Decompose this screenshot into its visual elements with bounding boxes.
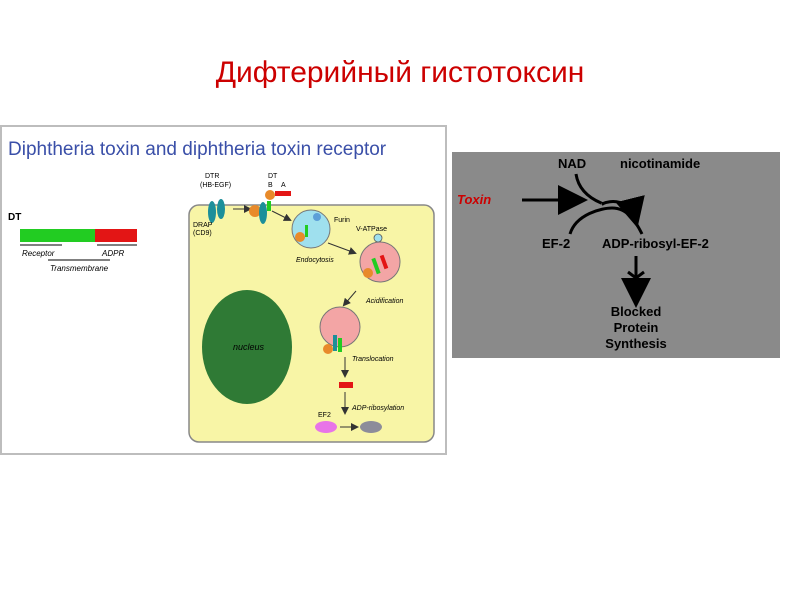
acidification-label: Acidification: [365, 298, 403, 305]
block-x-mark: [627, 270, 645, 286]
a-label: A: [281, 182, 286, 189]
adpr-label: ADPR: [101, 249, 124, 258]
free-toxin-a: [339, 382, 353, 388]
b-label: B: [268, 182, 273, 189]
slide-title: Дифтерийный гистотоксин: [215, 56, 585, 89]
adp-ribosylation-scheme: NAD nicotinamide Toxin EF-2 ADP-ribosyl-…: [452, 152, 780, 358]
nicotinamide-label: nicotinamide: [620, 156, 700, 171]
ef2-label: EF-2: [542, 236, 570, 251]
endosome-toxin-b: [295, 232, 305, 242]
adpr-domain-bar: [95, 229, 137, 242]
figure-title: Diphtheria toxin and diphtheria toxin re…: [8, 139, 387, 160]
trans-vesicle-toxin-t: [338, 338, 342, 352]
acidification-arrow-in: [327, 242, 357, 255]
transmembrane-label: Transmembrane: [50, 264, 109, 273]
acid-vesicle-toxin-a: [379, 254, 389, 270]
bound-receptor: [259, 202, 267, 224]
dt-top-label: DT: [268, 173, 278, 180]
dt-a-fragment: [275, 191, 291, 196]
trans-vesicle-toxin-b: [323, 344, 333, 354]
endosome-toxin-t: [305, 225, 308, 237]
ef2-modified-protein: [360, 421, 382, 433]
ef2-curve: [568, 206, 644, 235]
dt-label: DT: [8, 212, 21, 223]
synthesis-label: Synthesis: [605, 336, 666, 351]
cd9-label: (CD9): [193, 230, 212, 237]
bound-toxin-t: [267, 201, 271, 211]
acid-vesicle-toxin-b: [363, 268, 373, 278]
nicotinamide-curve: [601, 195, 645, 228]
protein-label: Protein: [614, 320, 659, 335]
drap-receptor: [208, 201, 216, 223]
furin-label: Furin: [334, 217, 350, 224]
furin-enzyme: [313, 213, 321, 221]
receptor-label: Receptor: [22, 249, 55, 258]
bound-toxin-b: [249, 205, 261, 217]
blocked-label: Blocked: [611, 304, 662, 319]
nad-label: NAD: [558, 156, 586, 171]
adp-ribosylation-label: ADP-ribosylation: [351, 405, 404, 412]
dtr-receptor: [217, 199, 225, 219]
nucleus: [202, 290, 292, 404]
endocytosis-arrow-in: [271, 210, 292, 221]
toxin-label: Toxin: [457, 192, 491, 207]
drap-label: DRAP: [193, 222, 213, 229]
endocytosis-label: Endocytosis: [296, 257, 334, 264]
nucleus-label: nucleus: [233, 342, 265, 352]
translocation-arrow-in: [342, 290, 357, 307]
vatpase-label: V-ATPase: [356, 226, 387, 233]
receptor-domain-bar: [20, 229, 95, 242]
translocation-label: Translocation: [352, 356, 394, 363]
trans-vesicle-channel: [333, 335, 337, 351]
hb-egf-label: (HB-EGF): [200, 182, 231, 189]
adp-ribosyl-ef2-label: ADP-ribosyl-EF-2: [602, 236, 709, 251]
acid-vesicle-toxin-t: [371, 257, 381, 275]
diphtheria-toxin-receptor-figure: Diphtheria toxin and diphtheria toxin re…: [0, 125, 447, 455]
dt-b-fragment: [265, 190, 275, 200]
ef2-protein: [315, 421, 337, 433]
scheme-background: [452, 152, 780, 358]
dtr-label: DTR: [205, 173, 219, 180]
early-endosome: [291, 209, 331, 249]
vatpase-pump: [373, 233, 383, 243]
ef2-label: EF2: [318, 412, 331, 419]
